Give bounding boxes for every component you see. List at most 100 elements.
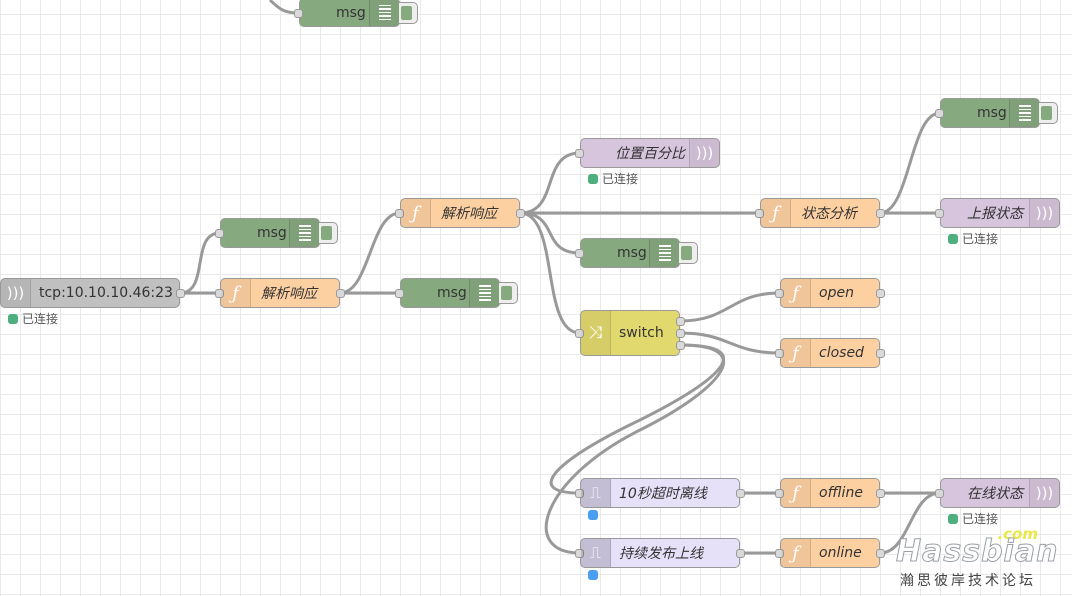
wire	[179, 231, 221, 295]
mqtt-out-node-report[interactable]: 上报状态 )))	[935, 198, 1060, 228]
output-port-1[interactable]	[676, 317, 685, 326]
function-node-offline[interactable]: ƒ offline	[775, 478, 885, 508]
tcp-in-node[interactable]: ))) tcp:10.10.10.46:23	[0, 278, 185, 308]
trigger-node-publish[interactable]: ⎍ 持续发布上线	[575, 538, 745, 568]
status-text: 已连接	[22, 312, 59, 326]
node-label: 位置百分比	[615, 146, 685, 162]
debug-toggle-button[interactable]	[499, 282, 518, 304]
function-node-open[interactable]: ƒ open	[775, 278, 885, 308]
node-label: 上报状态	[967, 206, 1023, 222]
output-port[interactable]	[876, 489, 885, 498]
function-icon: ƒ	[761, 199, 791, 227]
debug-node-msg-a[interactable]: msg	[215, 218, 338, 248]
mqtt-online-status: 已连接	[948, 510, 998, 527]
watermark-tld: .com	[997, 525, 1038, 543]
debug-toggle-button[interactable]	[679, 242, 698, 264]
wire	[519, 151, 581, 215]
mqtt-out-node-position[interactable]: 位置百分比 )))	[575, 138, 720, 168]
switch-branch-icon: ⤨	[581, 311, 611, 355]
switch-node[interactable]: ⤨ switch	[575, 310, 685, 356]
debug-toggle-button[interactable]	[319, 222, 338, 244]
function-icon: ƒ	[781, 339, 811, 367]
input-port[interactable]	[935, 109, 944, 118]
status-text: 已连接	[962, 232, 999, 246]
output-port[interactable]	[736, 549, 745, 558]
input-port[interactable]	[935, 489, 944, 498]
debug-node-msg-d[interactable]: msg	[935, 98, 1058, 128]
status-connected-icon	[588, 173, 598, 184]
debug-node-msg-b[interactable]: msg	[395, 278, 518, 308]
node-label: closed	[819, 345, 864, 361]
node-label: msg	[336, 4, 366, 21]
node-label: switch	[619, 325, 664, 341]
node-label: msg	[977, 105, 1007, 121]
node-label: 10秒超时离线	[619, 486, 707, 502]
output-port[interactable]	[876, 289, 885, 298]
input-port[interactable]	[775, 549, 784, 558]
node-label: offline	[819, 485, 863, 501]
function-node-closed[interactable]: ƒ closed	[775, 338, 885, 368]
tcp-wave-icon: )))	[1, 279, 31, 307]
output-port[interactable]	[736, 489, 745, 498]
input-port[interactable]	[215, 229, 224, 238]
node-label: msg	[257, 225, 287, 241]
wire	[549, 343, 726, 495]
node-label: msg	[437, 285, 467, 301]
node-label: 持续发布上线	[619, 546, 703, 562]
output-port[interactable]	[336, 289, 345, 298]
input-port[interactable]	[575, 249, 584, 258]
input-port[interactable]	[775, 489, 784, 498]
trigger-node-timeout[interactable]: ⎍ 10秒超时离线	[575, 478, 745, 508]
input-port[interactable]	[575, 489, 584, 498]
input-port[interactable]	[775, 349, 784, 358]
function-node-parse-1[interactable]: ƒ 解析响应	[215, 278, 345, 308]
trigger-timeout-status	[588, 510, 598, 520]
input-port[interactable]	[395, 289, 404, 298]
output-port-3[interactable]	[676, 341, 685, 350]
function-node-parse-2[interactable]: ƒ 解析响应	[395, 198, 525, 228]
trigger-pulse-icon: ⎍	[581, 539, 611, 567]
debug-node-msg-c[interactable]: msg	[575, 238, 698, 268]
output-port[interactable]	[876, 209, 885, 218]
debug-toggle-button[interactable]	[399, 2, 418, 24]
mqtt-report-status: 已连接	[948, 230, 998, 247]
input-port[interactable]	[395, 209, 404, 218]
input-port[interactable]	[775, 289, 784, 298]
node-label: 状态分析	[801, 206, 857, 222]
input-port[interactable]	[755, 209, 764, 218]
output-port[interactable]	[876, 549, 885, 558]
status-blue-icon	[588, 570, 598, 580]
output-port[interactable]	[176, 289, 185, 298]
input-port[interactable]	[935, 209, 944, 218]
function-node-online[interactable]: ƒ online	[775, 538, 885, 568]
wire	[879, 111, 941, 215]
input-port[interactable]	[575, 329, 584, 338]
node-label: 解析响应	[261, 286, 317, 302]
output-port[interactable]	[516, 209, 525, 218]
function-node-state[interactable]: ƒ 状态分析	[755, 198, 885, 228]
function-icon: ƒ	[781, 279, 811, 307]
mqtt-position-status: 已连接	[588, 170, 638, 187]
input-port[interactable]	[575, 549, 584, 558]
tcp-status: 已连接	[8, 310, 58, 327]
input-port[interactable]	[294, 9, 303, 18]
function-icon: ƒ	[401, 199, 431, 227]
debug-list-icon	[469, 279, 499, 307]
output-port[interactable]	[876, 349, 885, 358]
hassbian-watermark: .com Hassbian 瀚思彼岸技术论坛	[895, 525, 1059, 590]
node-label: tcp:10.10.10.46:23	[39, 285, 173, 301]
status-blue-icon	[588, 510, 598, 520]
output-port-2[interactable]	[676, 329, 685, 338]
node-label: 解析响应	[441, 206, 497, 222]
input-port[interactable]	[215, 289, 224, 298]
mqtt-out-node-online-state[interactable]: 在线状态 )))	[935, 478, 1060, 508]
wire	[679, 331, 781, 355]
input-port[interactable]	[575, 149, 584, 158]
function-icon: ƒ	[221, 279, 251, 307]
watermark-brand: Hassbian	[895, 534, 1059, 570]
debug-node-msg-top[interactable]: msg	[294, 0, 418, 27]
watermark-subtitle: 瀚思彼岸技术论坛	[900, 573, 1036, 589]
debug-toggle-button[interactable]	[1039, 102, 1058, 124]
wire	[544, 343, 726, 555]
status-connected-icon	[8, 313, 18, 324]
